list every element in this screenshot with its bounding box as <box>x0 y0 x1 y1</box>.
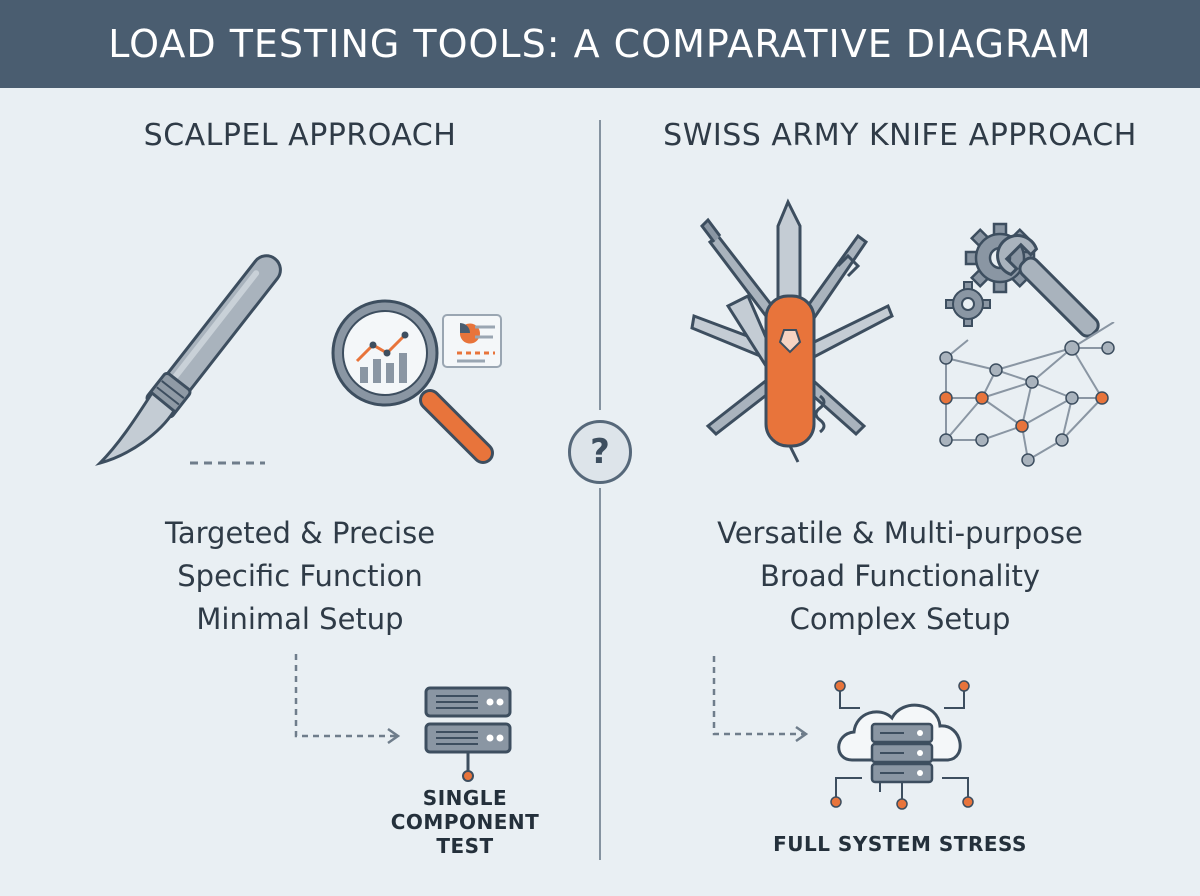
network-graph-icon <box>939 322 1115 467</box>
scalpel-feature-3: Minimal Setup <box>196 602 404 636</box>
single-component-caption: SINGLE COMPONENT TEST <box>360 786 570 858</box>
gears-wrench-icon <box>945 222 1100 338</box>
caption-line-1: SINGLE <box>422 786 508 810</box>
scalpel-feature-1: Targeted & Precise <box>164 516 436 550</box>
swiss-feature-1: Versatile & Multi-purpose <box>717 516 1083 550</box>
center-divider-top <box>599 120 601 410</box>
left-dashed-arrow <box>294 654 401 745</box>
caption-line-2: COMPONENT <box>390 810 540 834</box>
scalpel-feature-2: Specific Function <box>177 559 423 593</box>
swiss-army-feature-list: Versatile & Multi-purpose Broad Function… <box>640 512 1160 641</box>
magnifier-chart-icon <box>331 299 502 464</box>
right-dashed-arrow <box>712 656 809 742</box>
scalpel-icon <box>94 254 282 466</box>
caption-line-3: TEST <box>436 834 494 858</box>
page-title: LOAD TESTING TOOLS: A COMPARATIVE DIAGRA… <box>108 22 1092 66</box>
cloud-server-icon <box>830 680 974 810</box>
swiss-feature-2: Broad Functionality <box>759 559 1041 593</box>
full-system-stress-caption: FULL SYSTEM STRESS <box>773 832 1027 856</box>
center-divider-bottom <box>599 488 601 860</box>
swiss-feature-3: Complex Setup <box>789 602 1011 636</box>
swiss-army-knife-icon <box>690 198 894 463</box>
scalpel-heading: SCALPEL APPROACH <box>143 118 457 153</box>
scalpel-feature-list: Targeted & Precise Specific Function Min… <box>60 512 540 641</box>
question-mark-icon: ? <box>568 420 632 484</box>
swiss-army-heading: SWISS ARMY KNIFE APPROACH <box>663 118 1137 153</box>
header-bar: LOAD TESTING TOOLS: A COMPARATIVE DIAGRA… <box>0 0 1200 88</box>
server-icon <box>424 686 512 782</box>
